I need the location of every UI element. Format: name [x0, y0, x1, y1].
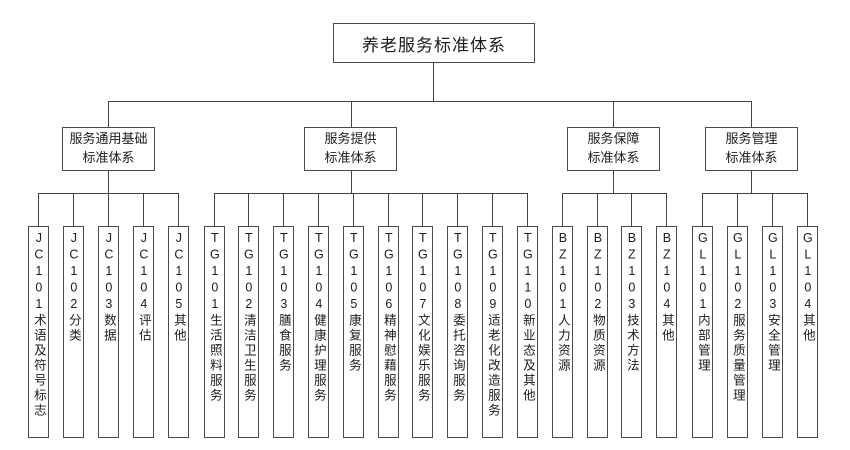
leaf-jc105: JC105其他: [167, 226, 189, 438]
root-node: 养老服务标准体系: [333, 23, 535, 63]
connector-g1-drop-4: [143, 193, 144, 226]
leaf-jc101: JC101术语及符号标志: [27, 226, 49, 438]
leaf-tg109: TG109适老化改造服务: [481, 226, 503, 438]
connector-g3-stem: [613, 171, 614, 193]
leaf-jc103-label: JC103数据: [101, 231, 116, 344]
branch-service-provision: 服务提供 标准体系: [304, 127, 397, 171]
leaf-jc105-label: JC105其他: [171, 231, 186, 344]
leaf-tg107: TG107文化娱乐服务: [411, 226, 433, 438]
leaf-tg103-label: TG103膳食服务: [276, 231, 291, 374]
branch-service-management: 服务管理 标准体系: [705, 127, 798, 171]
branch-service-support: 服务保障 标准体系: [567, 127, 660, 171]
connector-g4-drop-2: [737, 193, 738, 226]
leaf-tg110: TG110新业态及其他: [516, 226, 538, 438]
leaf-gl101-label: GL101内部管理: [695, 231, 710, 374]
leaf-gl103-label: GL103安全管理: [765, 231, 780, 374]
leaf-tg105-label: TG105康复服务: [346, 231, 361, 374]
connector-g2-drop-7: [422, 193, 423, 226]
leaf-tg104: TG104健康护理服务: [307, 226, 329, 438]
leaf-jc104: JC104评估: [132, 226, 154, 438]
connector-g4-drop-3: [772, 193, 773, 226]
connector-g2-stem: [351, 171, 352, 193]
connector-g4-bus: [702, 193, 807, 194]
leaf-bz103: BZ103技术方法: [620, 226, 642, 438]
connector-g2-drop-10: [527, 193, 528, 226]
leaf-tg110-label: TG110新业态及其他: [520, 231, 535, 404]
connector-g2-drop-9: [492, 193, 493, 226]
branch-general-basic: 服务通用基础 标准体系: [62, 127, 155, 171]
connector-l1-drop-3: [613, 101, 614, 127]
connector-l1-drop-4: [751, 101, 752, 127]
connector-l1-drop-2: [351, 101, 352, 127]
leaf-tg105: TG105康复服务: [342, 226, 364, 438]
connector-g2-bus: [214, 193, 527, 194]
leaf-tg108: TG108委托咨询服务: [446, 226, 468, 438]
leaf-bz103-label: BZ103技术方法: [624, 231, 639, 374]
connector-l1-bus: [108, 101, 752, 102]
connector-g2-drop-2: [248, 193, 249, 226]
connector-g3-bus: [562, 193, 666, 194]
leaf-tg101-label: TG101生活照料服务: [207, 231, 222, 404]
connector-l1-drop-1: [108, 101, 109, 127]
leaf-tg109-label: TG109适老化改造服务: [485, 231, 500, 419]
leaf-jc101-label: JC101术语及符号标志: [31, 231, 46, 419]
leaf-bz101: BZ101人力资源: [551, 226, 573, 438]
leaf-tg102: TG102清洁卫生服务: [237, 226, 259, 438]
leaf-gl103: GL103安全管理: [761, 226, 783, 438]
connector-g2-drop-3: [283, 193, 284, 226]
leaf-tg106-label: TG106精神慰藉服务: [381, 231, 396, 404]
leaf-tg101: TG101生活照料服务: [203, 226, 225, 438]
leaf-bz102-label: BZ102物质资源: [590, 231, 605, 374]
connector-g3-drop-4: [666, 193, 667, 226]
connector-g2-drop-5: [353, 193, 354, 226]
leaf-tg102-label: TG102清洁卫生服务: [241, 231, 256, 404]
leaf-bz104: BZ104其他: [655, 226, 677, 438]
leaf-tg104-label: TG104健康护理服务: [311, 231, 326, 404]
connector-g4-stem: [751, 171, 752, 193]
leaf-bz104-label: BZ104其他: [659, 231, 674, 344]
connector-g3-drop-3: [631, 193, 632, 226]
leaf-jc102: JC102分类: [62, 226, 84, 438]
leaf-jc103: JC103数据: [97, 226, 119, 438]
connector-g2-drop-6: [388, 193, 389, 226]
connector-g1-stem: [108, 171, 109, 193]
connector-g3-drop-2: [597, 193, 598, 226]
leaf-tg106: TG106精神慰藉服务: [377, 226, 399, 438]
leaf-tg107-label: TG107文化娱乐服务: [415, 231, 430, 404]
leaf-gl102: GL102服务质量管理: [726, 226, 748, 438]
leaf-jc104-label: JC104评估: [136, 231, 151, 344]
connector-g3-drop-1: [562, 193, 563, 226]
leaf-gl104-label: GL104其他: [800, 231, 815, 344]
connector-g4-drop-4: [807, 193, 808, 226]
leaf-gl101: GL101内部管理: [691, 226, 713, 438]
leaf-gl102-label: GL102服务质量管理: [730, 231, 745, 404]
connector-g1-drop-5: [178, 193, 179, 226]
connector-g1-drop-2: [73, 193, 74, 226]
leaf-tg108-label: TG108委托咨询服务: [450, 231, 465, 404]
leaf-gl104: GL104其他: [796, 226, 818, 438]
leaf-bz102: BZ102物质资源: [586, 226, 608, 438]
leaf-bz101-label: BZ101人力资源: [555, 231, 570, 374]
leaf-tg103: TG103膳食服务: [272, 226, 294, 438]
connector-g1-drop-1: [38, 193, 39, 226]
connector-g2-drop-1: [214, 193, 215, 226]
connector-g1-drop-3: [108, 193, 109, 226]
leaf-jc102-label: JC102分类: [66, 231, 81, 344]
connector-root-stem: [433, 63, 434, 102]
connector-g2-drop-8: [457, 193, 458, 226]
connector-g2-drop-4: [318, 193, 319, 226]
connector-g4-drop-1: [702, 193, 703, 226]
